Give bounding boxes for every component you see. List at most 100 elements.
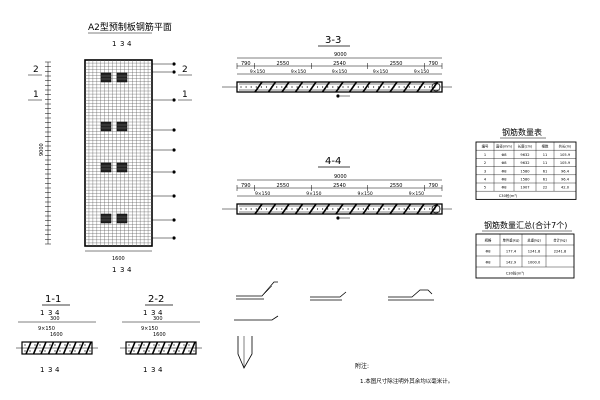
rebar-dot (245, 208, 247, 210)
plan-openings (100, 72, 128, 224)
plan-opening-block (116, 121, 128, 132)
rebar-dot (332, 86, 334, 88)
cross-rebar-dot (183, 344, 185, 346)
spacing-label: 9×150 (414, 69, 429, 75)
sec44-title: 4-4 (325, 156, 341, 167)
cross-rebar-dot (168, 350, 170, 352)
cross-rebar-dot (24, 344, 26, 346)
segment-label: 2540 (333, 61, 346, 67)
rebar-dot (296, 86, 298, 88)
cross-rebar-dot (84, 350, 86, 352)
plan-leader-dot (172, 98, 176, 102)
plan-leaders (152, 62, 176, 240)
rebar-dot (316, 86, 319, 88)
rebar-dot (337, 208, 339, 210)
plan-mark-right-2: 2 (182, 65, 188, 75)
plan-opening-block (116, 72, 128, 83)
table-cell: 1580 (520, 178, 530, 182)
plan-view: A2型预制板钢筋平面 1 3 4 1 3 4 2 1 2 1 9000 1600 (28, 21, 192, 274)
rebar-dot (245, 86, 247, 88)
cross-rebar-dot (69, 344, 71, 346)
rebar-dot (342, 208, 344, 210)
rebar-dot (286, 208, 288, 210)
rebar-dot (388, 86, 390, 88)
spacing-label: 9×150 (291, 69, 306, 75)
plan-leader-dot (172, 194, 176, 198)
rebar-dot (403, 86, 405, 88)
plan-width-dim: 1600 (112, 256, 125, 262)
segment-label: 2550 (390, 61, 403, 67)
cross-rebar-dot (158, 344, 160, 346)
rebar-dot (367, 86, 370, 88)
rebar-dot (255, 86, 257, 88)
rebar-dot (413, 208, 415, 210)
sec33-total: 9000 (334, 52, 347, 58)
table-cell: 3 (484, 169, 486, 173)
sec11-bmark-1: 1 (40, 366, 44, 374)
rebar-dot (424, 208, 426, 210)
slab-hatch (254, 203, 263, 215)
rebar-dot (352, 86, 354, 88)
rebar-detail-2 (310, 291, 347, 298)
plan-left-ticks (45, 61, 51, 245)
table-cell: 11 (543, 153, 548, 157)
slab-hatch (281, 203, 290, 215)
rebar-dot (250, 86, 252, 88)
table-cell: Φ8 (501, 153, 507, 157)
cross-rebar-dot (188, 350, 190, 352)
rebar-dot (398, 86, 400, 88)
cross-rebar-dot (34, 344, 36, 346)
rebar-dot (260, 208, 262, 210)
spacing-label: 9×150 (250, 69, 265, 75)
rebar-dot (260, 86, 262, 88)
cross-rebar-dot (79, 344, 81, 346)
cross-rebar-dot (89, 350, 91, 352)
callout-dot (336, 216, 340, 220)
cross-rebar-dot (64, 350, 66, 352)
cross-rebar-dot (29, 344, 31, 346)
cross-rebar-dot (74, 344, 76, 346)
rebar-dot (342, 86, 344, 88)
rebar-dot (352, 208, 354, 210)
rebar-detail-5 (237, 336, 253, 369)
table-cell: Φ8 (485, 250, 491, 254)
sec44-total: 9000 (334, 174, 347, 180)
notes: 附注: 1.本图尺寸除注明外其余均以毫米计。 (355, 362, 453, 385)
rebar-dot (429, 208, 431, 210)
table-cell: Φ8 (501, 169, 507, 173)
table-cell: 96.4 (561, 169, 570, 173)
segment-label: 2550 (390, 183, 403, 189)
rebar-dot (403, 208, 405, 210)
sec22-mark-3: 3 (151, 309, 155, 317)
callout-dot (336, 94, 340, 98)
rebar-dot (362, 208, 364, 210)
cross-rebar-dot (128, 344, 130, 346)
table-header-cell: 总重(kg) (527, 238, 541, 243)
end-hook (431, 82, 441, 92)
table-cell: 22 (543, 186, 548, 190)
cross-rebar-dot (158, 350, 160, 352)
rebar-dot (265, 208, 268, 210)
table-cell: 96.4 (561, 178, 570, 182)
plan-opening-block (100, 72, 112, 83)
table-cell: 177.4 (506, 250, 517, 254)
notes-heading: 附注: (355, 362, 369, 370)
table-cell: 1580 (520, 169, 530, 173)
table-cell: 105.9 (560, 161, 571, 165)
plan-opening-block (100, 121, 112, 132)
sec22-dim-spacing: 9×150 (141, 326, 158, 332)
rebar-dot (240, 86, 242, 88)
cross-rebar-dot (173, 344, 175, 346)
sec22-mark-4: 4 (158, 309, 163, 317)
table-footer-cell: C30砼(m³) (499, 193, 518, 198)
rebar-dot (286, 86, 288, 88)
rebar-dot (271, 86, 273, 88)
sec22-title: 2-2 (148, 294, 164, 305)
rebar-dot (311, 86, 313, 88)
sec11-slab (16, 341, 98, 355)
slab-hatch (335, 203, 344, 215)
rebar-dot (311, 208, 313, 210)
